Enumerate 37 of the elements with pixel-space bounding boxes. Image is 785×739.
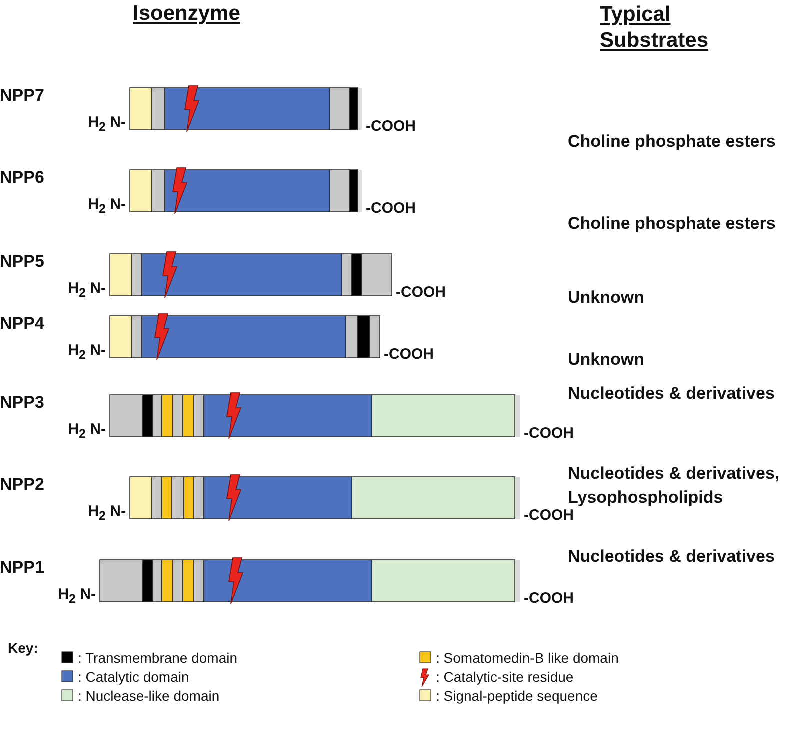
isoenzyme-name: NPP5: [0, 252, 44, 272]
substrate-text: Choline phosphate esters: [568, 213, 777, 235]
legend-text: : Signal-peptide sequence: [436, 688, 598, 704]
terminus-label: H$_{2}$ N-: [68, 280, 106, 300]
terminus-label: H$_{2}$ N-: [58, 586, 96, 606]
column-heading: Typical Substrates: [600, 2, 710, 54]
isoenzyme-name: NPP2: [0, 475, 44, 495]
isoenzyme-name: NPP3: [0, 393, 44, 413]
substrate-text: Unknown: [568, 287, 646, 309]
substrate-text: Nucleotides & derivatives, Lysophospholipids: [568, 463, 781, 509]
isoenzyme-name: NPP4: [0, 314, 44, 334]
terminus-label: -COOH: [524, 590, 574, 607]
terminus-label: H$_{2}$ N-: [88, 503, 126, 523]
terminus-label: -COOH: [366, 118, 416, 135]
substrate-text: Nucleotides & derivatives: [568, 383, 776, 405]
legend-text: : Catalytic-site residue: [436, 669, 574, 685]
substrate-text: Unknown: [568, 349, 646, 371]
column-heading: Isoenzyme: [133, 2, 240, 26]
terminus-label: -COOH: [524, 425, 574, 442]
legend-text: : Somatomedin-B like domain: [436, 650, 619, 666]
legend-text: : Transmembrane domain: [78, 650, 238, 666]
terminus-label: -COOH: [396, 284, 446, 301]
substrate-text: Choline phosphate esters: [568, 131, 777, 153]
terminus-label: H$_{2}$ N-: [88, 196, 126, 216]
legend-text: : Catalytic domain: [78, 669, 190, 685]
isoenzyme-name: NPP1: [0, 558, 44, 578]
key-heading: Key:: [8, 640, 38, 656]
substrate-text: Nucleotides & derivatives: [568, 546, 776, 568]
terminus-label: H$_{2}$ N-: [68, 421, 106, 441]
terminus-label: -COOH: [524, 507, 574, 524]
terminus-label: H$_{2}$ N-: [88, 114, 126, 134]
isoenzyme-name: NPP7: [0, 86, 44, 106]
terminus-label: H$_{2}$ N-: [68, 342, 106, 362]
terminus-label: -COOH: [366, 200, 416, 217]
isoenzyme-name: NPP6: [0, 168, 44, 188]
legend-text: : Nuclease-like domain: [78, 688, 220, 704]
terminus-label: -COOH: [384, 346, 434, 363]
